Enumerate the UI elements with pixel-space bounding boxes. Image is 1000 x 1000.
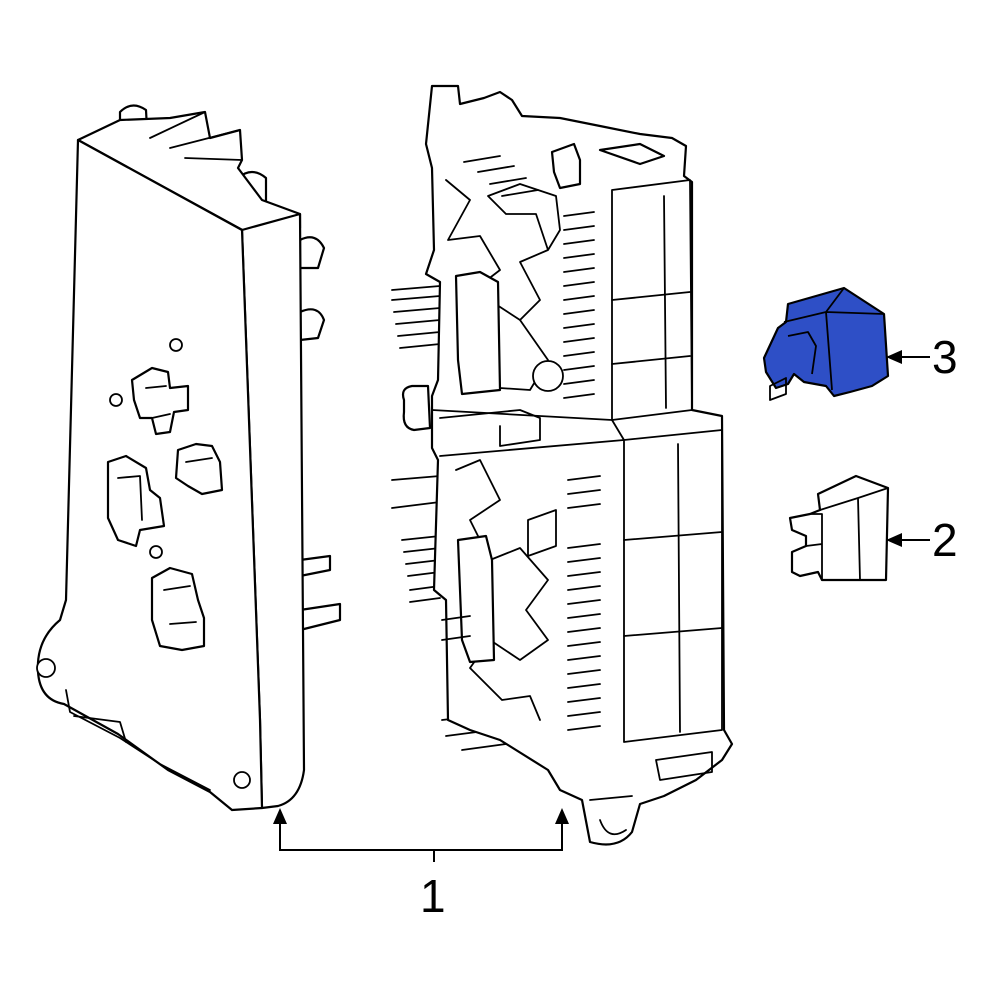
fuse-box-main-unit (391, 84, 734, 846)
callout-3: 3 (932, 331, 958, 383)
callout-2: 2 (932, 514, 958, 566)
leader-part-1 (273, 808, 569, 862)
connector-pins-upper (391, 285, 441, 349)
leader-part-3 (886, 350, 930, 364)
fuse-slots-upper (463, 155, 595, 399)
callout-1: 1 (420, 870, 446, 922)
fuse-box-cover (36, 104, 342, 812)
connector-pins-middle (391, 475, 441, 603)
relay-body (762, 286, 890, 398)
leader-part-2 (886, 533, 930, 547)
relay (788, 474, 890, 582)
fuse-slots-lower (567, 475, 601, 731)
relay-highlighted (762, 286, 890, 401)
